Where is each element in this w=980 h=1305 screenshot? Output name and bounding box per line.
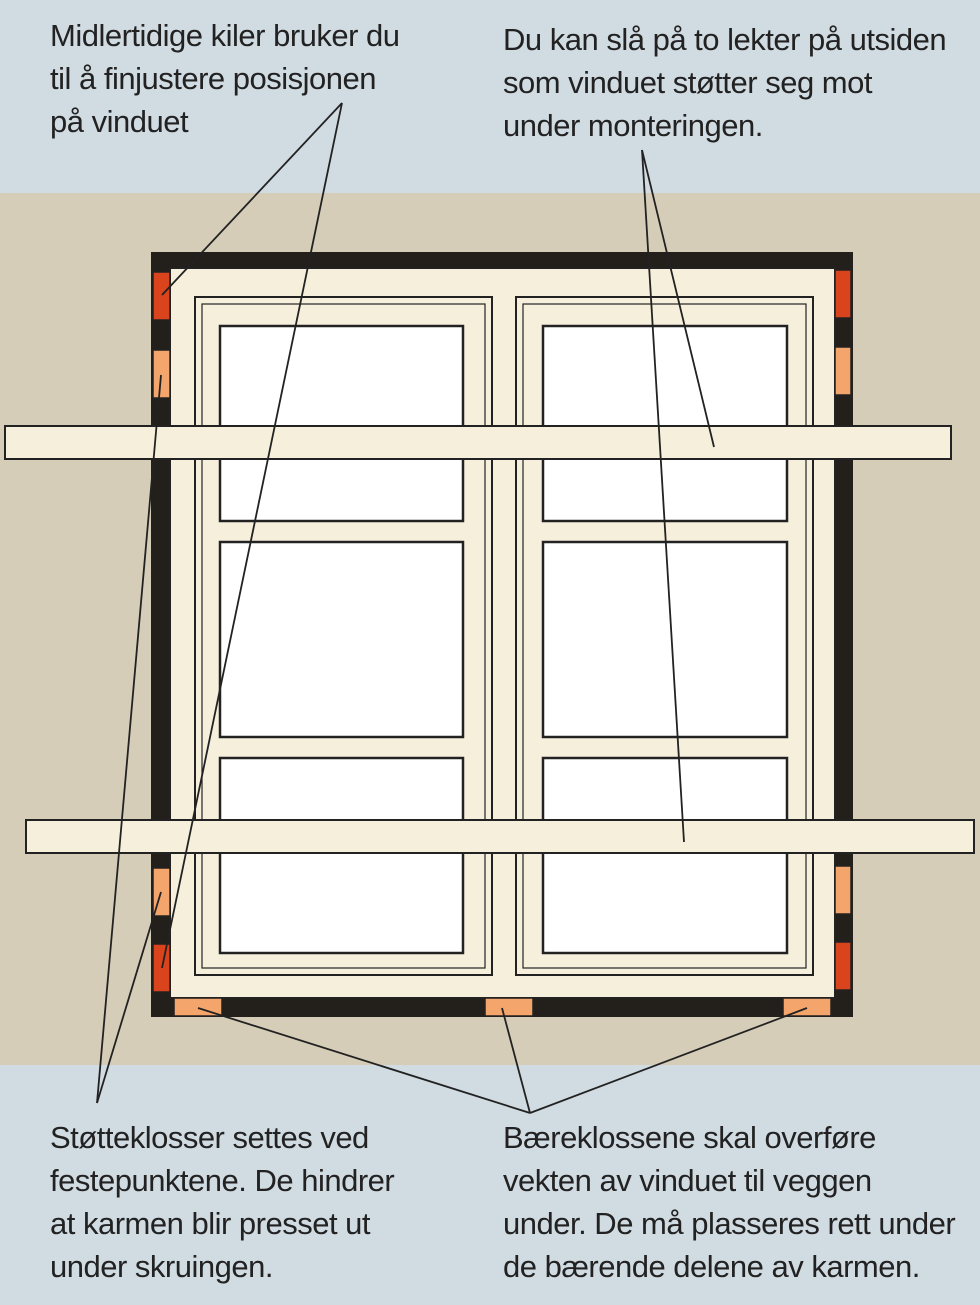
caption-battens: Du kan slå på to lekter på utsiden som v… <box>503 18 947 147</box>
wedge <box>834 269 852 319</box>
caption-line: at karmen blir presset ut <box>50 1206 371 1241</box>
glass-pane <box>218 324 465 523</box>
batten-lower <box>25 819 975 854</box>
caption-line: Bæreklossene skal overføre <box>503 1120 876 1155</box>
caption-line: under. De må plasseres rett under <box>503 1206 956 1241</box>
batten-upper <box>4 425 952 460</box>
glass-pane <box>541 540 789 739</box>
caption-line: vekten av vinduet til veggen <box>503 1163 872 1198</box>
glass-pane <box>218 540 465 739</box>
caption-line: under monteringen. <box>503 108 763 143</box>
caption-line: Støtteklosser settes ved <box>50 1120 369 1155</box>
caption-line: til å finjustere posisjonen <box>50 61 376 96</box>
caption-line: festepunktene. De hindrer <box>50 1163 395 1198</box>
right-sash-inner <box>522 303 807 969</box>
support-block <box>834 865 852 915</box>
left-sash-inner <box>201 303 486 969</box>
caption-line: Du kan slå på to lekter på utsiden <box>503 22 947 57</box>
bearing-block <box>782 997 832 1017</box>
caption-line: på vinduet <box>50 104 189 139</box>
wedge <box>152 943 171 993</box>
support-block <box>152 349 171 399</box>
bearing-block <box>484 997 534 1017</box>
caption-line: de bærende delene av karmen. <box>503 1249 920 1284</box>
glass-pane <box>218 756 465 955</box>
caption-line: som vinduet støtter seg mot <box>503 65 872 100</box>
caption-wedges: Midlertidige kiler bruker du til å finju… <box>50 14 400 143</box>
glass-pane <box>541 324 789 523</box>
leader-lines <box>96 102 808 1114</box>
caption-support-blocks: Støtteklosser settes ved festepunktene. … <box>50 1116 395 1288</box>
support-block <box>834 346 852 396</box>
caption-line: under skruingen. <box>50 1249 273 1284</box>
caption-bearing-blocks: Bæreklossene skal overføre vekten av vin… <box>503 1116 956 1288</box>
wedge <box>834 941 852 991</box>
wedge <box>152 271 171 321</box>
glass-pane <box>541 756 789 955</box>
caption-line: Midlertidige kiler bruker du <box>50 18 400 53</box>
